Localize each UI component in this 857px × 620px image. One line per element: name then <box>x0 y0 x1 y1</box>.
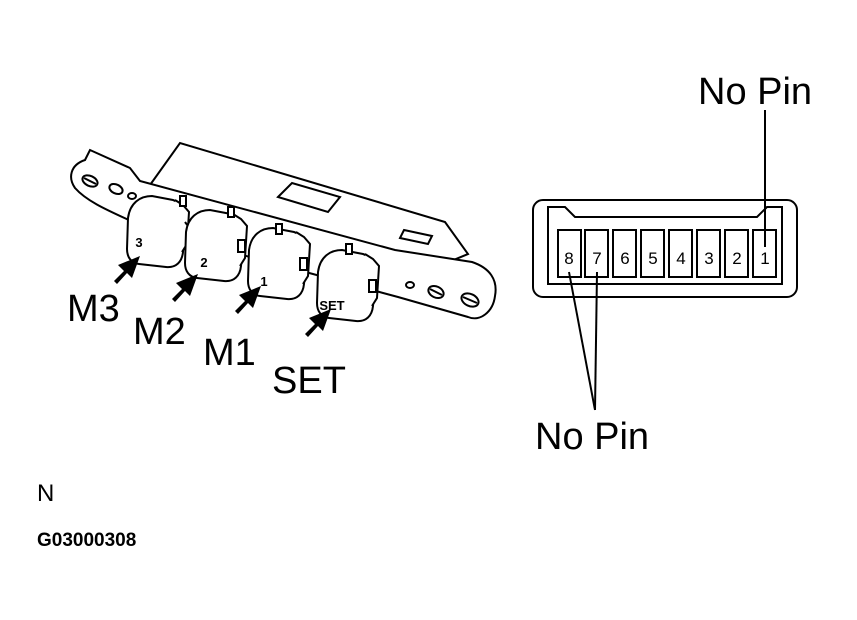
press-arrow-m1 <box>235 286 261 314</box>
pin-number-1: 1 <box>760 249 769 268</box>
pin-cell-3 <box>696 229 721 278</box>
press-arrow-m2 <box>172 274 198 302</box>
pin-cell-4 <box>668 229 693 278</box>
left-mounting-holes <box>81 174 137 200</box>
key-m3[interactable]: 3 <box>125 194 191 269</box>
key-m3-face-label: 3 <box>135 235 142 250</box>
pin-cell-6 <box>612 229 637 278</box>
connector-pin-cells <box>557 229 777 278</box>
pin-number-5: 5 <box>648 249 657 268</box>
key-m3-callout: M3 <box>67 288 120 330</box>
switch-connector: 8 7 6 5 4 3 2 1 No Pin No Pin <box>532 71 812 458</box>
pin-number-2: 2 <box>732 249 741 268</box>
no-pin-bottom-leader-right <box>594 271 598 411</box>
key-m2-callout: M2 <box>133 311 186 353</box>
figure-code: G03000308 <box>37 530 136 551</box>
press-arrows <box>114 256 331 337</box>
press-arrow-set <box>305 309 331 337</box>
pin-number-6: 6 <box>620 249 629 268</box>
no-pin-top-callout: No Pin <box>698 71 812 113</box>
press-arrow-m3 <box>114 256 140 284</box>
pin-number-4: 4 <box>676 249 685 268</box>
pin-cell-2 <box>724 229 749 278</box>
housing-clip <box>398 228 434 246</box>
pin-number-8: 8 <box>564 249 573 268</box>
north-mark: N <box>37 480 54 507</box>
key-m1-callout: M1 <box>203 332 256 374</box>
no-pin-bottom-leader-left <box>568 271 596 411</box>
key-set-face-label: SET <box>319 298 344 313</box>
key-m2-face-label: 2 <box>200 255 207 270</box>
right-mounting-holes <box>405 281 480 308</box>
connector-pin-numbers: 8 7 6 5 4 3 2 1 <box>564 249 769 268</box>
key-m2[interactable]: 2 <box>183 206 249 283</box>
housing-window <box>276 181 342 214</box>
pin-cell-5 <box>640 229 665 278</box>
pin-number-3: 3 <box>704 249 713 268</box>
pin-number-7: 7 <box>592 249 601 268</box>
no-pin-bottom-callout: No Pin <box>535 416 649 458</box>
key-set-callout: SET <box>272 360 346 402</box>
key-m1-face-label: 1 <box>260 274 267 289</box>
memory-switch-assembly: 3 2 1 SET <box>67 141 497 402</box>
